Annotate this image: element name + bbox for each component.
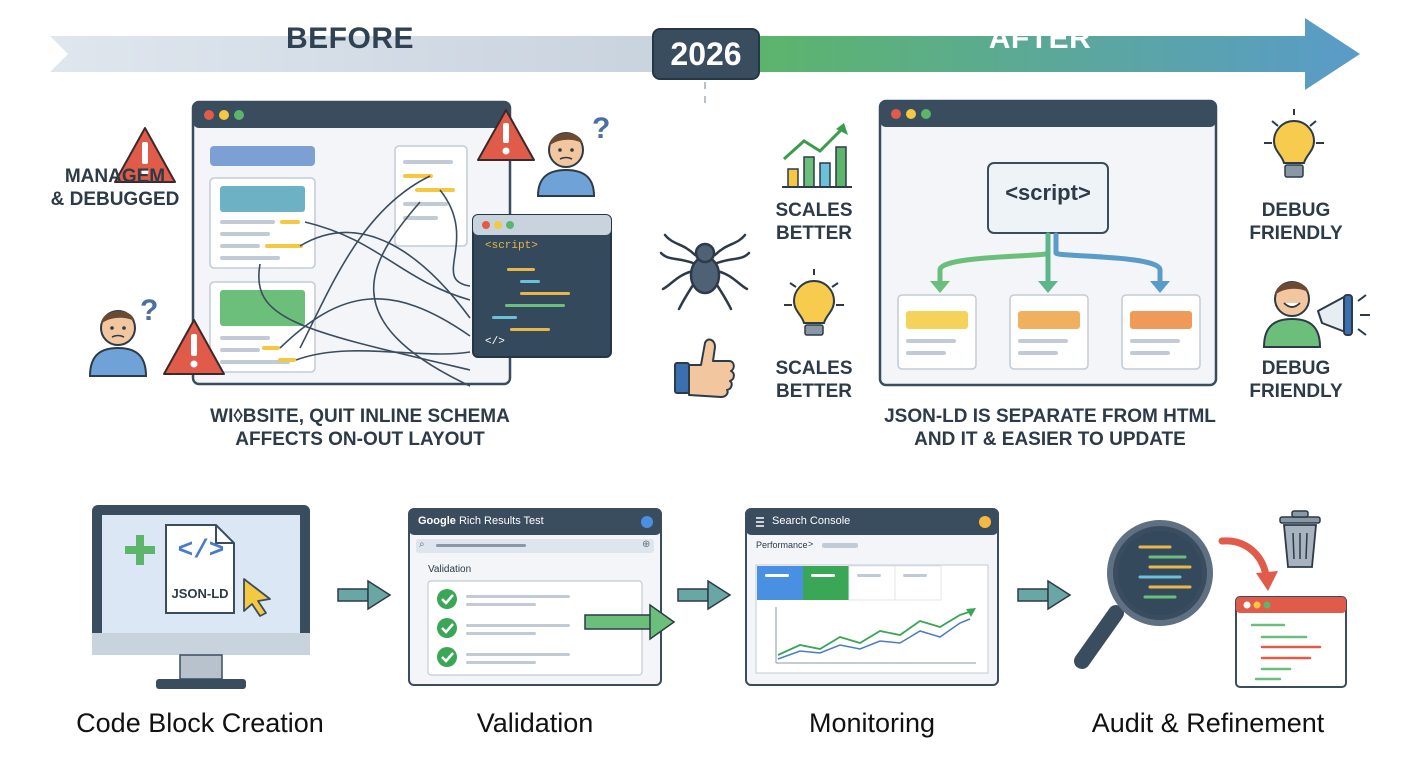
clear-icon: ⊕ [642,539,651,550]
code-icon: </> [177,535,225,565]
svg-text:?: ? [592,112,610,145]
check-icon [437,618,457,638]
warning-icon [163,319,225,375]
json-ld-file-label: JSON-LD [171,586,229,601]
year-badge: 2026 [652,28,760,80]
check-icon [437,589,457,609]
arrow-head [1150,281,1170,293]
branch-arrows [937,232,1163,286]
tangled-connections [258,175,471,387]
before-arrow-band [50,36,660,72]
spider-icon [659,233,751,311]
validation-section-label: Validation [428,564,472,575]
search-icon: ⌕ [419,539,425,550]
thumbs-up-icon [674,338,735,398]
before-label: BEFORE [285,22,414,55]
confused-person-icon: ? [536,112,610,197]
stage-title-monitoring: Monitoring [808,708,936,738]
warning-icon [477,109,535,161]
stage-title-validation: Validation [476,708,594,738]
workflow-illustration [92,505,1347,689]
before-left-label: MANAGEM & DEBUGGED [50,166,180,210]
stage-title-code-block-creation: Code Block Creation [76,708,324,738]
arrow-head [1038,281,1058,293]
confused-person-icon: ? [88,294,158,377]
plus-icon [125,535,155,565]
lightbulb-icon [1264,109,1324,178]
trash-icon [1279,510,1321,568]
after-label: AFTER [988,22,1092,55]
lightbulb-icon [784,269,844,336]
magnifier-icon [1074,520,1213,669]
hamburger-menu-icon [756,517,764,527]
before-code-closing: </> [485,336,505,348]
before-illustration: ? ? [88,100,612,387]
middle-icons [659,233,751,398]
arrow-head [930,281,950,293]
breadcrumb-chevron: > [808,539,814,549]
megaphone-person-icon [1262,281,1370,348]
svg-text:?: ? [140,294,158,327]
stage-title-audit-refinement: Audit & Refinement [1091,708,1325,738]
arrow-right-icon [337,579,392,611]
header-banner [50,18,1360,110]
rich-results-window [408,508,662,686]
script-tag-label: <script> [1005,180,1091,205]
content-cards [897,294,1201,370]
breadcrumb-performance: Performance [756,540,808,550]
search-console-window [745,508,999,686]
arrow-right-icon [677,579,732,611]
desktop-monitor-icon [92,505,310,689]
arrow-right-icon [1017,579,1072,611]
code-window [472,214,612,358]
warning-icon [114,127,176,183]
code-window [1235,596,1347,688]
after-illustration [782,99,1370,387]
after-arrow-band [750,18,1360,90]
arrow-right-icon [584,603,676,641]
before-caption: WI◊BSITE, QUIT INLINE SCHEMA AFFECTS ON-… [210,406,510,450]
search-console-title: Search Console [772,515,851,527]
rich-results-title: Google Rich Results Test [418,515,544,527]
check-icon [437,647,457,667]
cursor-icon [243,578,271,617]
chart-up-icon [782,123,852,188]
curved-arrow [1218,537,1270,579]
before-code-tag: <script> [485,240,538,252]
